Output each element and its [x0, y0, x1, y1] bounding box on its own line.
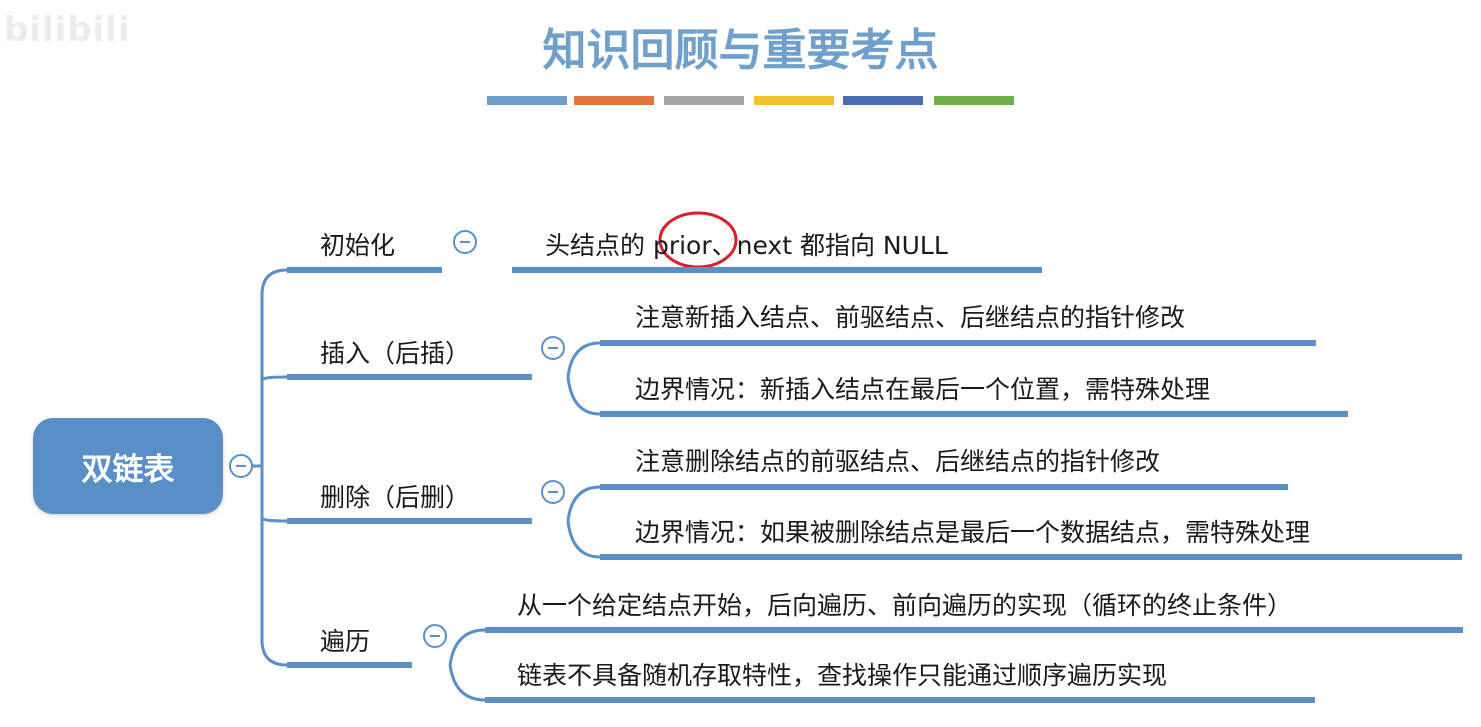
branch-label-insert: 插入（后插） [320, 339, 471, 368]
insert-detail-1: 注意新插入结点、前驱结点、后继结点的指针修改 [635, 303, 1186, 332]
color-bar-1 [487, 96, 567, 105]
traverse-fork-top [448, 628, 486, 666]
branch-spine [260, 268, 288, 667]
branch-label-delete: 删除（后删） [320, 483, 471, 512]
init-detail-circled: prior [652, 231, 712, 260]
page-title: 知识回顾与重要考点 [542, 25, 939, 76]
delete-fork-bottom [566, 520, 601, 559]
traverse-detail-1-underline [485, 627, 1463, 633]
spine-tick-insert [260, 375, 288, 381]
delete-detail-1-underline [600, 484, 1288, 490]
delete-collapse-icon[interactable] [541, 480, 565, 504]
init-detail-underline [512, 267, 1042, 273]
traverse-detail-2-underline [485, 697, 1315, 703]
insert-fork-bottom [566, 376, 601, 416]
init-detail-after: 、next 都指向 NULL [711, 231, 948, 260]
init-collapse-icon[interactable] [453, 230, 477, 254]
init-detail-before: 头结点的 [545, 231, 653, 260]
spine-tick-delete [260, 517, 288, 523]
branch-label-traverse: 遍历 [320, 627, 371, 656]
color-bar-5 [843, 96, 923, 105]
branch-label-init: 初始化 [320, 231, 396, 260]
branch-underline-traverse [287, 662, 412, 668]
insert-fork-top [566, 341, 601, 378]
insert-detail-1-underline [600, 340, 1316, 346]
insert-detail-2: 边界情况：新插入结点在最后一个位置，需特殊处理 [635, 375, 1211, 404]
delete-detail-2-underline [600, 554, 1462, 560]
branch-underline-insert [287, 374, 532, 380]
traverse-fork-bottom [448, 664, 486, 702]
insert-detail-2-underline [600, 411, 1348, 417]
branch-underline-delete [287, 518, 532, 524]
color-bar-4 [754, 96, 834, 105]
root-collapse-icon[interactable] [229, 454, 253, 478]
delete-detail-2: 边界情况：如果被删除结点是最后一个数据结点，需特殊处理 [635, 518, 1311, 547]
delete-detail-1: 注意删除结点的前驱结点、后继结点的指针修改 [635, 447, 1161, 476]
traverse-collapse-icon[interactable] [423, 624, 447, 648]
delete-fork-top [566, 485, 601, 522]
root-node[interactable]: 双链表 [33, 418, 223, 514]
watermark-logo: bilibili [4, 10, 131, 50]
traverse-detail-1: 从一个给定结点开始，后向遍历、前向遍历的实现（循环的终止条件） [517, 591, 1293, 620]
insert-collapse-icon[interactable] [541, 336, 565, 360]
branch-underline-init [287, 267, 442, 273]
color-bar-6 [934, 96, 1014, 105]
init-detail-text: 头结点的 prior、next 都指向 NULL [545, 226, 948, 262]
color-bar-2 [574, 96, 654, 105]
traverse-detail-2: 链表不具备随机存取特性，查找操作只能通过顺序遍历实现 [517, 661, 1168, 690]
color-bar-3 [664, 96, 744, 105]
